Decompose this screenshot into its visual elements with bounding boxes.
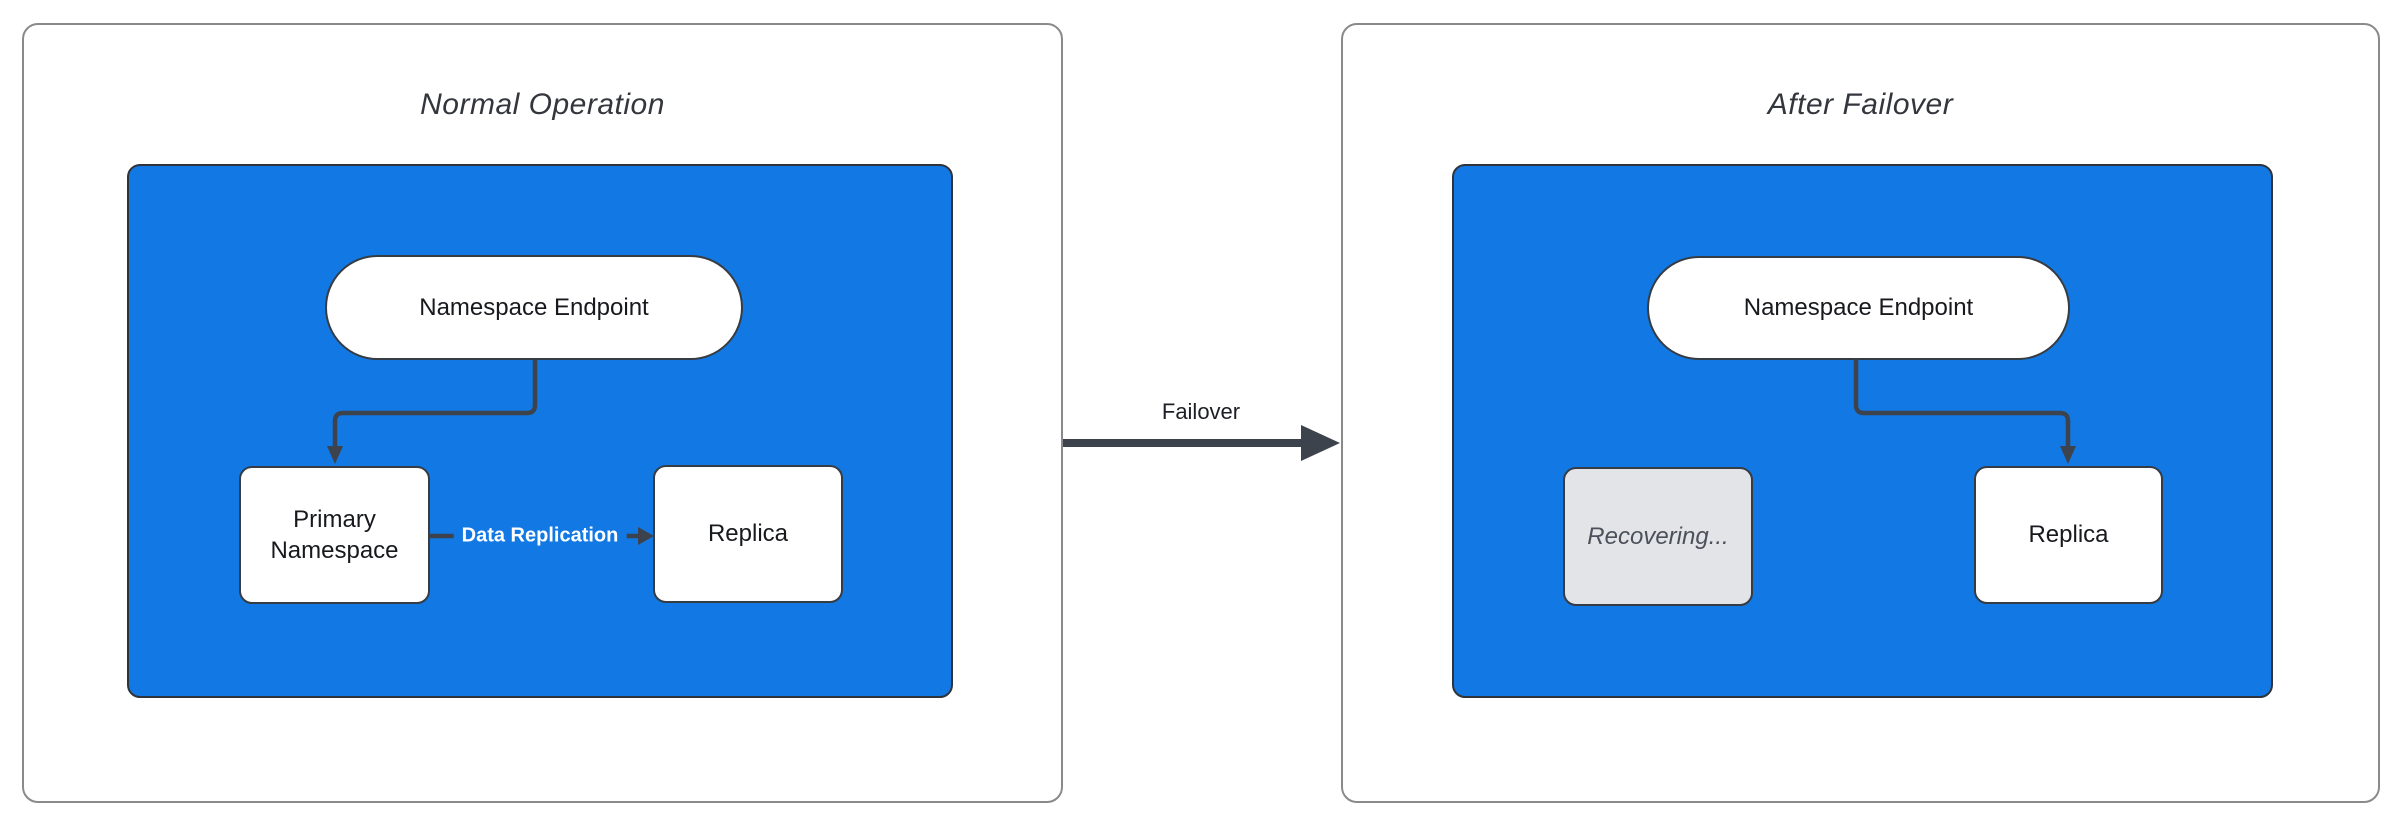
node-recovering: Recovering... bbox=[1563, 467, 1753, 606]
panel-title-after-failover: After Failover bbox=[1767, 88, 1954, 121]
node-namespace-endpoint-left: Namespace Endpoint bbox=[325, 255, 743, 360]
cluster-normal-operation bbox=[127, 164, 953, 698]
panel-title-normal-operation: Normal Operation bbox=[420, 88, 665, 121]
failover-arrow bbox=[1063, 425, 1340, 461]
transition-label-failover: Failover bbox=[1155, 399, 1247, 425]
node-label: Recovering... bbox=[1587, 522, 1729, 550]
node-label: Namespace Endpoint bbox=[419, 293, 649, 321]
node-replica-left: Replica bbox=[653, 465, 843, 603]
node-label: Namespace Endpoint bbox=[1743, 294, 1974, 322]
cluster-after-failover bbox=[1452, 164, 2273, 698]
node-namespace-endpoint-right: Namespace Endpoint bbox=[1647, 256, 2070, 360]
edge-label-data-replication: Data Replication bbox=[453, 521, 627, 551]
arrowhead-right-icon bbox=[1301, 425, 1340, 461]
node-label: Primary Namespace bbox=[270, 505, 399, 564]
node-label: Replica bbox=[707, 520, 789, 548]
node-replica-right: Replica bbox=[1974, 466, 2163, 604]
node-primary-namespace: Primary Namespace bbox=[239, 466, 430, 604]
node-label: Replica bbox=[2028, 521, 2109, 549]
